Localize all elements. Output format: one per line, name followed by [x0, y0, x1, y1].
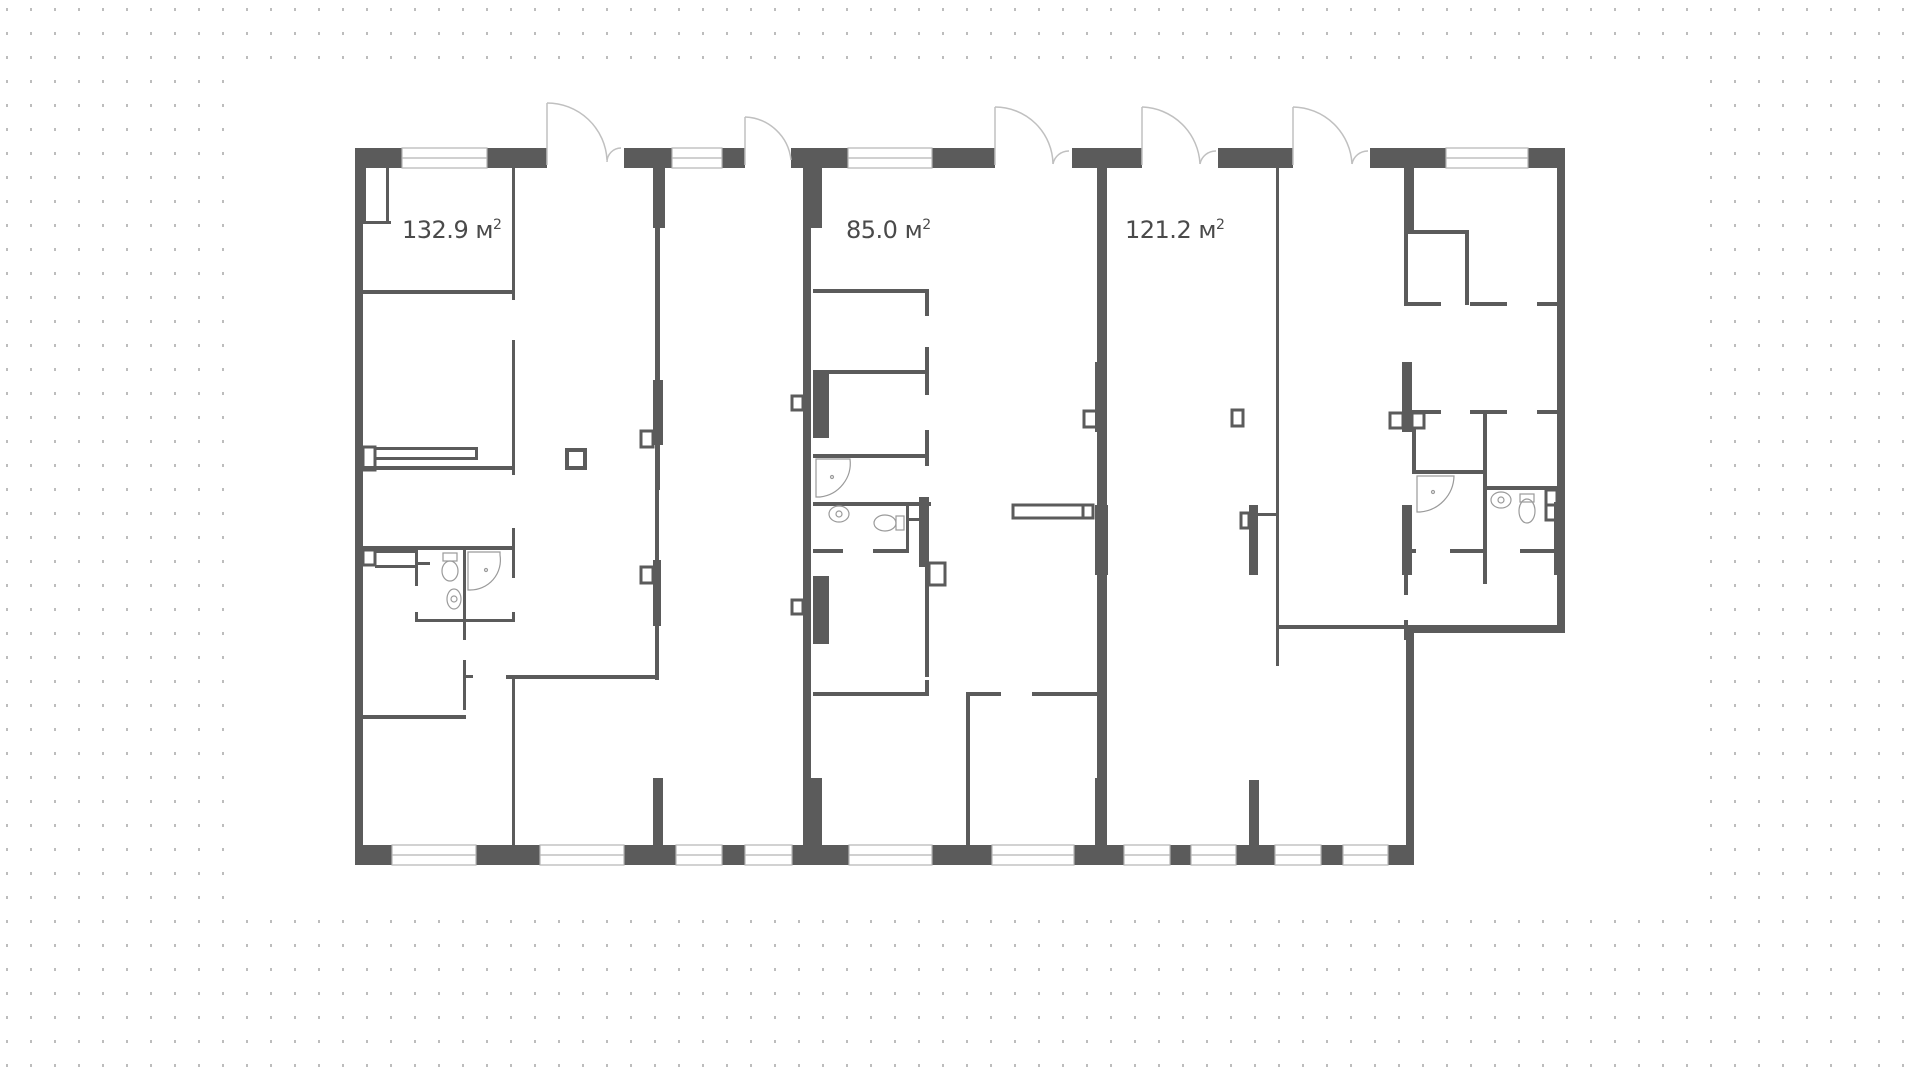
area-exponent: 2 [1215, 217, 1225, 233]
door-icon [1141, 106, 1217, 165]
toilet-icon [441, 552, 459, 582]
walls [355, 148, 1565, 865]
area-unit: м [1198, 216, 1216, 244]
door-icon [994, 106, 1070, 165]
area-exponent: 2 [922, 217, 931, 233]
sink-icon [446, 588, 462, 610]
unit-area-label: 132.9 м2 [402, 216, 502, 244]
fixtures [441, 458, 1536, 610]
windows [391, 147, 1529, 866]
area-value: 85.0 [846, 216, 898, 244]
shower-icon [815, 458, 851, 498]
area-unit: м [475, 216, 493, 244]
door-icon [546, 102, 622, 165]
shower-icon [1416, 475, 1455, 513]
sink-icon [828, 505, 850, 523]
shower-icon [467, 551, 502, 591]
area-unit: м [904, 216, 923, 244]
sink-icon [1490, 491, 1512, 509]
doors [546, 102, 1369, 165]
area-value: 132.9 [402, 216, 469, 244]
door-icon [1292, 106, 1369, 165]
toilet-icon [1518, 493, 1536, 524]
unit-area-label: 85.0 м2 [846, 218, 931, 242]
area-value: 121.2 [1125, 216, 1192, 244]
area-exponent: 2 [492, 217, 502, 233]
toilet-icon [873, 514, 905, 532]
door-icon [744, 116, 792, 165]
unit-area-label: 121.2 м2 [1125, 216, 1225, 244]
